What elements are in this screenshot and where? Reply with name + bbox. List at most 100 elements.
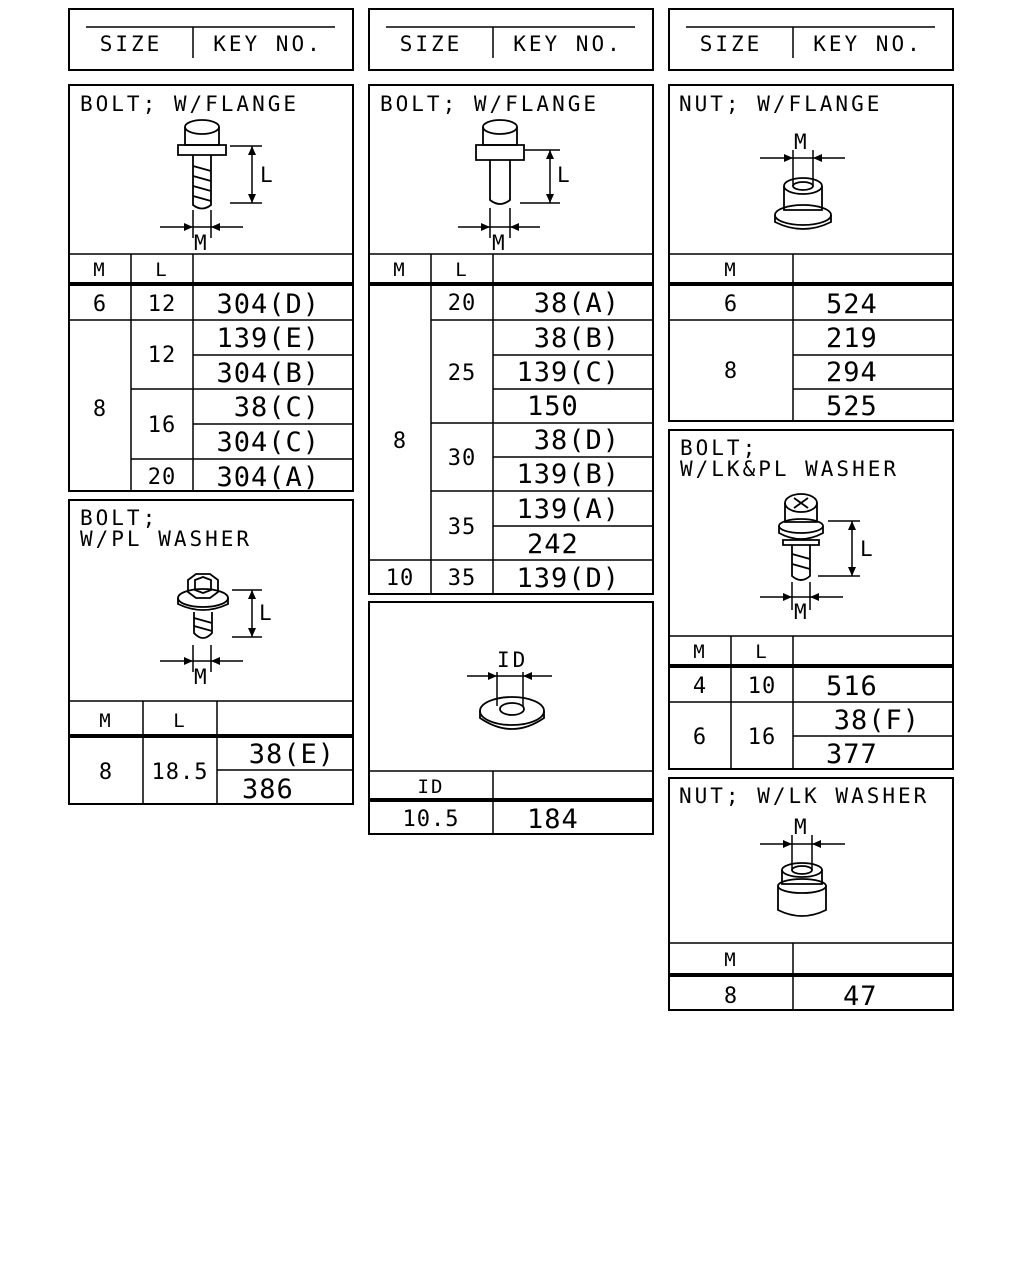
dim-l-label: L <box>557 163 573 187</box>
key-no: 524 <box>826 289 878 320</box>
col-header-m: M <box>693 641 706 663</box>
key-no: 38(D) <box>534 425 620 456</box>
cell-m: 8 <box>99 760 113 785</box>
col-header-l: L <box>155 259 168 281</box>
cell-l: 30 <box>448 446 477 471</box>
cell-l: 20 <box>448 291 477 316</box>
flange-bolt-icon: L M <box>160 119 276 255</box>
cell-m: 8 <box>724 359 738 384</box>
panel-title: NUT; W/FLANGE <box>679 92 882 116</box>
washer-bolt-icon: L M <box>160 573 275 689</box>
key-no: 150 <box>527 391 579 422</box>
panel-bolt-lk-pl-washer: BOLT; W/LK&PL WASHER L M M <box>668 429 954 770</box>
header-box-col3: SIZE KEY NO. <box>668 8 954 71</box>
dim-m-label: M <box>492 231 508 255</box>
cell-m: 8 <box>724 984 738 1009</box>
cell-l: 16 <box>148 413 177 438</box>
cell-l: 25 <box>448 361 477 386</box>
key-no: 304(B) <box>216 358 320 389</box>
key-no: 386 <box>242 774 294 805</box>
key-no: 38(C) <box>234 392 320 423</box>
key-no: 38(F) <box>834 705 920 736</box>
cell-l: 35 <box>448 515 477 540</box>
panel-title-line1: BOLT; <box>80 506 158 530</box>
panel-washer: ID ID 10.5 184 <box>368 601 654 835</box>
panel-bolt-flange-a: BOLT; W/FLANGE L M M L <box>68 84 354 493</box>
header-box-col2: SIZE KEY NO. <box>368 8 654 71</box>
size-header: SIZE <box>700 32 763 56</box>
lock-nut-icon: M <box>760 815 845 917</box>
dim-m-label: M <box>794 130 810 154</box>
dim-m-label: M <box>194 231 210 255</box>
key-no-header: KEY NO. <box>213 32 323 56</box>
key-no: 139(E) <box>216 323 320 354</box>
cell-l: 12 <box>148 292 177 317</box>
dim-m-label: M <box>194 665 210 689</box>
cell-m: 4 <box>693 674 707 699</box>
cell-m: 6 <box>93 292 107 317</box>
key-no: 38(E) <box>249 739 335 770</box>
dim-m-label: M <box>794 600 810 624</box>
header-box-col1: SIZE KEY NO. <box>68 8 354 71</box>
panel-title: BOLT; W/FLANGE <box>380 92 599 116</box>
dim-l-label: L <box>260 163 276 187</box>
key-no: 377 <box>826 739 878 770</box>
key-no: 294 <box>826 357 878 388</box>
dim-l-label: L <box>259 601 275 625</box>
key-no: 525 <box>826 391 878 422</box>
lock-washer-bolt-icon: L M <box>760 493 876 624</box>
cell-l: 10 <box>748 674 777 699</box>
cell-m: 8 <box>93 397 107 422</box>
col-header-id: ID <box>418 776 445 798</box>
key-no: 139(A) <box>516 494 620 525</box>
dim-id-label: ID <box>497 648 528 672</box>
key-no: 304(C) <box>216 427 320 458</box>
key-no: 184 <box>527 804 579 835</box>
panel-title: BOLT; W/FLANGE <box>80 92 299 116</box>
cell-l: 35 <box>448 566 477 591</box>
panel-nut-lk-washer: NUT; W/LK WASHER M M 8 47 <box>668 777 954 1012</box>
cell-m: 10 <box>386 566 415 591</box>
col-header-m: M <box>99 710 112 732</box>
key-no: 242 <box>527 529 579 560</box>
panel-bolt-flange-b: BOLT; W/FLANGE L M M L <box>368 84 654 595</box>
cell-id: 10.5 <box>403 807 460 832</box>
panel-nut-flange: NUT; W/FLANGE M M 6 524 8 219 294 525 <box>668 84 954 422</box>
panel-title: NUT; W/LK WASHER <box>679 784 929 808</box>
cell-m: 8 <box>393 429 407 454</box>
key-no: 516 <box>826 671 878 702</box>
key-no: 38(A) <box>534 288 620 319</box>
col-header-l: L <box>455 259 468 281</box>
key-no: 139(B) <box>516 459 620 490</box>
flange-nut-icon: M <box>760 130 845 230</box>
washer-icon: ID <box>467 648 552 730</box>
size-header: SIZE <box>100 32 163 56</box>
key-no: 304(A) <box>216 462 320 493</box>
size-header: SIZE <box>400 32 463 56</box>
col-header-l: L <box>173 710 186 732</box>
cell-l: 18.5 <box>152 760 209 785</box>
key-no: 47 <box>843 981 878 1012</box>
panel-title-line2: W/PL WASHER <box>80 527 252 551</box>
cell-l: 20 <box>148 465 177 490</box>
cell-l: 16 <box>748 725 777 750</box>
cell-l: 12 <box>148 343 177 368</box>
key-no-header: KEY NO. <box>813 32 923 56</box>
key-no: 219 <box>826 323 878 354</box>
key-no: 304(D) <box>216 289 320 320</box>
panel-title-line2: W/LK&PL WASHER <box>680 457 899 481</box>
dim-l-label: L <box>860 537 876 561</box>
col-header-m: M <box>724 949 737 971</box>
col-header-l: L <box>755 641 768 663</box>
panel-title-line1: BOLT; <box>680 436 758 460</box>
col-header-m: M <box>724 259 737 281</box>
panel-bolt-pl-washer: BOLT; W/PL WASHER L M M L 8 18.5 <box>68 499 354 805</box>
flange-bolt-icon: L M <box>458 119 573 255</box>
key-no-header: KEY NO. <box>513 32 623 56</box>
col-header-m: M <box>393 259 406 281</box>
col-header-m: M <box>93 259 106 281</box>
cell-m: 6 <box>724 292 738 317</box>
key-no: 38(B) <box>534 323 620 354</box>
cell-m: 6 <box>693 725 707 750</box>
